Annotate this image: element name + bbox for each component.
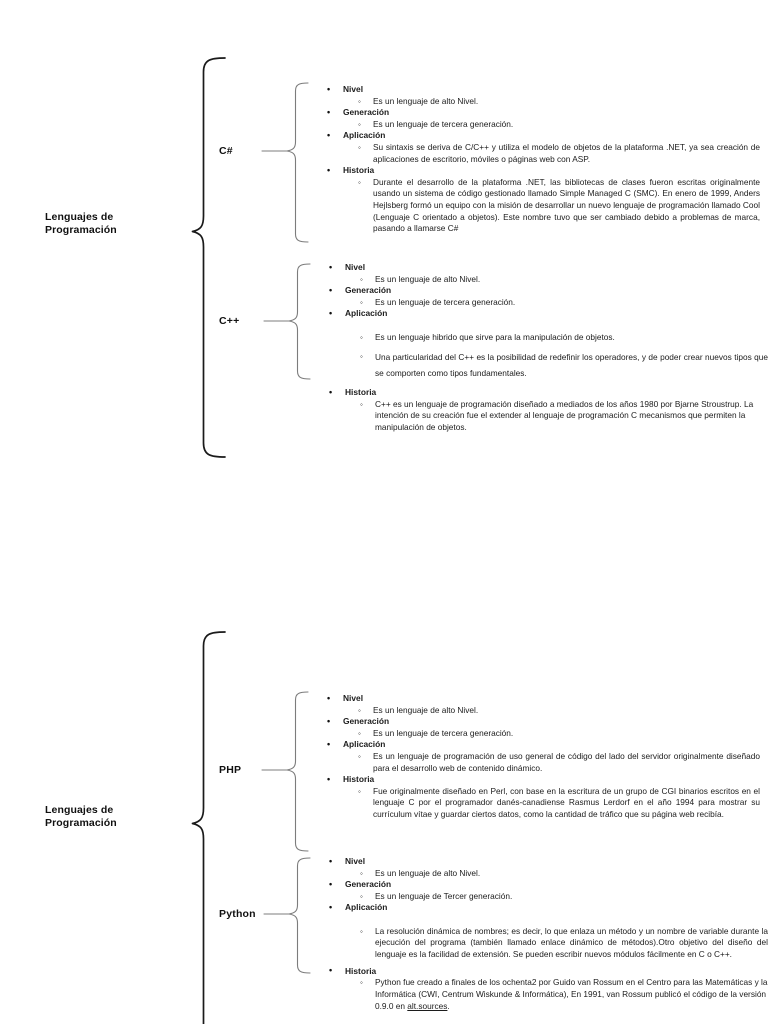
outline-item-label: Aplicación	[322, 130, 760, 142]
outline-item-label: Historia	[324, 387, 768, 399]
outline-csharp: Nivel Es un lenguaje de alto Nivel. Gene…	[322, 84, 760, 235]
outline-detail-text: Python fue creado a finales de los ochen…	[375, 977, 768, 1011]
outline-item-detail: Su sintaxis se deriva de C/C++ y utiliza…	[322, 142, 760, 165]
branch-label-cpp: C++	[219, 315, 240, 327]
outline-detail-tail: .	[447, 1000, 450, 1011]
outline-item-detail: La resolución dinámica de nombres; es de…	[324, 926, 768, 961]
inner-brace-php	[261, 691, 309, 852]
outline-item-detail: Es un lenguaje hibrido que sirve para la…	[324, 332, 768, 344]
outline-item-label: Nivel	[322, 693, 760, 705]
branch-label-python: Python	[219, 908, 256, 920]
outline-item-detail: Es un lenguaje de Tercer generación.	[324, 891, 768, 903]
outline-item-detail: Es un lenguaje de alto Nivel.	[322, 705, 760, 717]
inner-brace-python	[263, 857, 311, 974]
outline-item-detail: Es un lenguaje de tercera generación.	[322, 728, 760, 740]
root-label-diagram-2: Lenguajes de Programación	[45, 804, 117, 829]
outline-item-detail: Es un lenguaje de alto Nivel.	[322, 96, 760, 108]
inner-brace-csharp	[261, 82, 309, 243]
outline-item-label: Nivel	[324, 262, 768, 274]
outline-item-label: Generación	[324, 879, 768, 891]
outline-item-detail: Python fue creado a finales de los ochen…	[324, 977, 768, 1012]
outline-item-label: Historia	[322, 774, 760, 786]
outline-item-label: Historia	[324, 965, 768, 978]
outline-item-detail: Es un lenguaje de programación de uso ge…	[322, 751, 760, 774]
outline-item-detail: Es un lenguaje de alto Nivel.	[324, 868, 768, 880]
outline-item-label: Historia	[322, 165, 760, 177]
main-brace-diagram-2	[191, 631, 226, 1024]
outline-item-detail: Fue originalmente diseñado en Perl, con …	[322, 786, 760, 821]
outline-item-label: Generación	[322, 716, 760, 728]
alt-sources-link[interactable]: alt.sources	[407, 1000, 448, 1011]
branch-label-csharp: C#	[219, 145, 233, 157]
outline-item-detail: C++ es un lenguaje de programación diseñ…	[324, 399, 768, 434]
branch-label-php: PHP	[219, 764, 242, 776]
outline-item-detail: Durante el desarrollo de la plataforma .…	[322, 177, 760, 235]
outline-php: Nivel Es un lenguaje de alto Nivel. Gene…	[322, 693, 760, 821]
outline-item-label: Aplicación	[324, 902, 768, 914]
outline-item-label: Nivel	[324, 856, 768, 868]
outline-python: Nivel Es un lenguaje de alto Nivel. Gene…	[324, 856, 768, 1012]
outline-item-detail: Es un lenguaje de alto Nivel.	[324, 274, 768, 286]
outline-item-detail: Es un lenguaje de tercera generación.	[324, 297, 768, 309]
outline-item-label: Generación	[324, 285, 768, 297]
outline-item-label: Aplicación	[322, 739, 760, 751]
outline-item-detail: Una particularidad del C++ es la posibil…	[324, 349, 768, 382]
outline-item-label: Aplicación	[324, 308, 768, 320]
outline-item-detail: Es un lenguaje de tercera generación.	[322, 119, 760, 131]
outline-cpp: Nivel Es un lenguaje de alto Nivel. Gene…	[324, 262, 768, 434]
root-label-diagram-1: Lenguajes de Programación	[45, 211, 117, 236]
inner-brace-cpp	[263, 263, 311, 380]
main-brace-diagram-1	[191, 57, 226, 458]
outline-item-label: Generación	[322, 107, 760, 119]
outline-item-label: Nivel	[322, 84, 760, 96]
